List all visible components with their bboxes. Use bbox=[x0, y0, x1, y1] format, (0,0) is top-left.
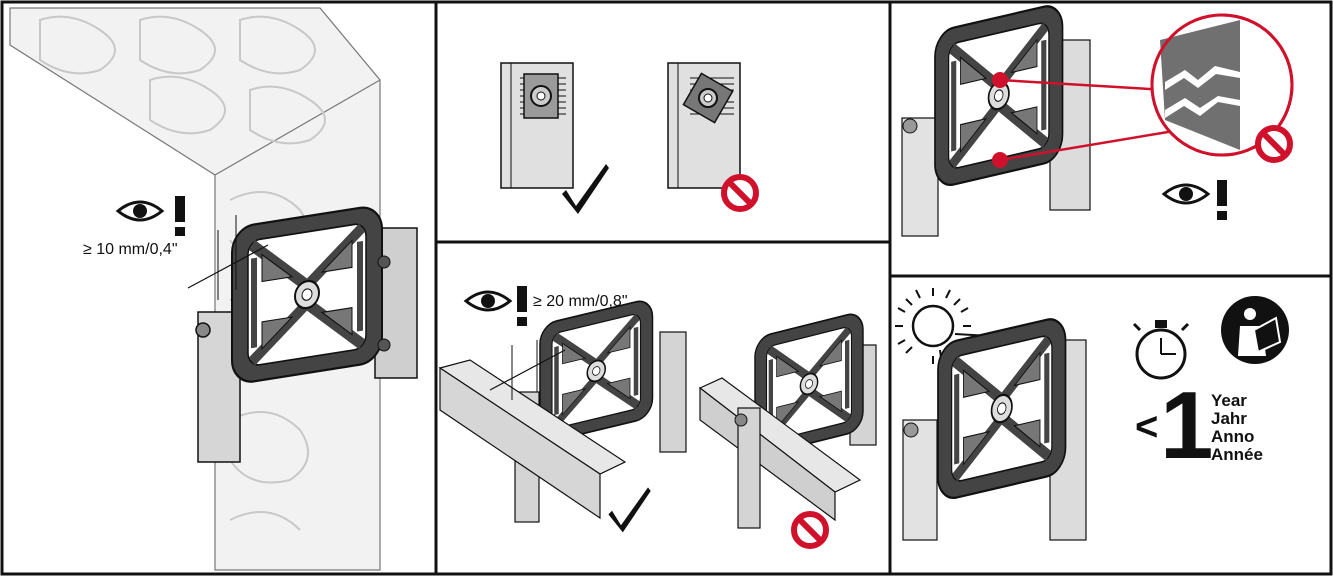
duration-word-year: Year bbox=[1211, 391, 1247, 410]
duration-word-annee: Année bbox=[1211, 445, 1263, 464]
one-number: 1 bbox=[1160, 372, 1213, 479]
wrong-nut-plate bbox=[667, 62, 756, 209]
less-than-symbol: < bbox=[1135, 405, 1158, 449]
duration-word-jahr: Jahr bbox=[1211, 409, 1247, 428]
exclamation-icon-clearance bbox=[517, 286, 527, 326]
correct-beam-position bbox=[438, 298, 687, 533]
prohibited-icon bbox=[724, 177, 756, 209]
eye-icon bbox=[116, 200, 164, 222]
panel-wall-mounting: ≥ 10 mm/0,4" bbox=[9, 7, 418, 571]
prohibited-icon-crack bbox=[1258, 128, 1290, 160]
exclamation-icon bbox=[175, 196, 185, 236]
read-manual-icon bbox=[1221, 296, 1289, 364]
panel-beam-clearance: ≥ 20 mm/0,8" bbox=[438, 286, 877, 546]
eye-icon-clearance bbox=[464, 290, 512, 312]
correct-nut-plate bbox=[500, 62, 609, 214]
exclamation-icon-inspect bbox=[1217, 180, 1227, 220]
min-gap-label-20mm: ≥ 20 mm/0,8" bbox=[533, 293, 628, 310]
duration-word-anno: Anno bbox=[1211, 427, 1254, 446]
min-gap-label-10mm: ≥ 10 mm/0,4" bbox=[83, 241, 178, 258]
prohibited-icon-beam bbox=[794, 514, 826, 546]
eye-icon-inspect bbox=[1162, 183, 1210, 205]
panel-nut-alignment bbox=[500, 62, 756, 214]
stopwatch-icon bbox=[1132, 320, 1190, 380]
wrong-beam-position bbox=[698, 311, 877, 546]
panel-crack-inspection bbox=[901, 2, 1294, 237]
panel-uv-exposure: < 1 Year Jahr Anno Année bbox=[895, 288, 1289, 541]
check-mark-icon-beam bbox=[608, 487, 651, 533]
